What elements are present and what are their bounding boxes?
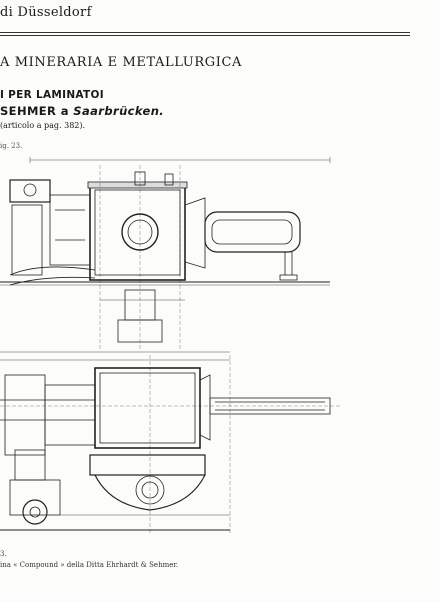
engine-technical-drawing	[0, 157, 340, 535]
figure-label: ig. 23.	[0, 142, 23, 150]
section-title: A MINERARIA E METALLURGICA	[0, 55, 242, 70]
article-note: (articolo a pag. 382).	[0, 121, 86, 130]
elevation-view	[0, 157, 331, 350]
running-title: di Düsseldorf	[0, 5, 92, 20]
article-title-line2: SEHMER a Saarbrücken.	[0, 104, 164, 118]
article-title-bold: SEHMER a	[0, 104, 69, 118]
header-rule	[0, 32, 410, 33]
article-title-line1: I PER LAMINATOI	[0, 89, 104, 101]
article-title-italic: Saarbrücken.	[73, 104, 165, 118]
plan-view	[0, 351, 340, 535]
figure-caption: ina « Compound » della Ditta Ehrhardt & …	[0, 561, 179, 569]
header-rule-thin	[0, 35, 410, 36]
figure-number: 3.	[0, 550, 7, 558]
